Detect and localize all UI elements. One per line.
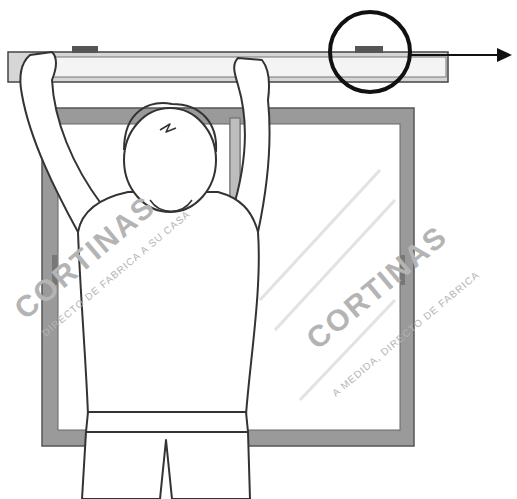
curtain-rail [8,52,448,82]
direction-arrow [410,54,500,56]
mounting-clip [72,46,98,53]
window-frame [42,108,414,446]
arrow-head [497,48,512,62]
highlight-circle [330,12,410,92]
mounting-clip [355,46,383,53]
